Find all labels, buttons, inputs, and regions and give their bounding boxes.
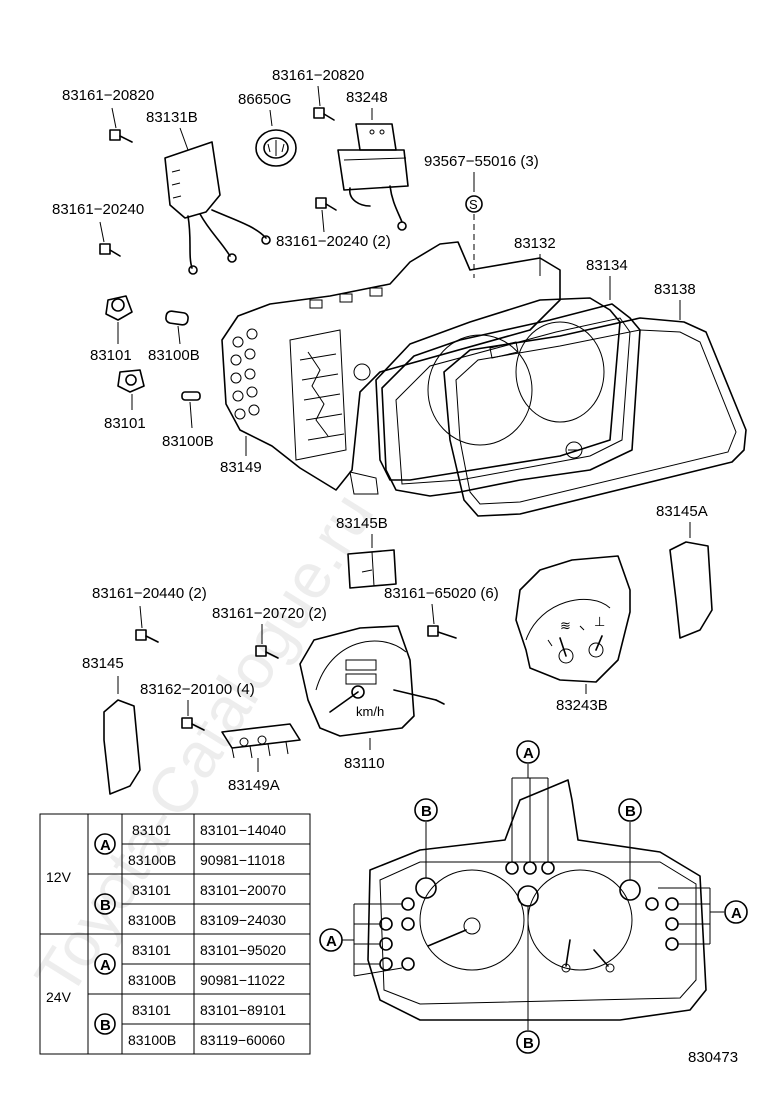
bulb-socket-83101-upper [105,295,133,321]
label-83161-20720: 83161−20720 (2) [212,605,327,622]
gauge-83243B-mark-left: ≋ [560,618,571,633]
label-83161-65020: 83161−65020 (6) [384,585,499,602]
table-type-24v-a: A [100,957,111,974]
screw-83162-20100 [181,700,205,731]
table-cell-number: 83119−60060 [200,1032,285,1048]
callout-b-bottom: B [516,1030,540,1054]
screw-83161-20240-2 [315,197,337,233]
gauge-83243B-mark-right: ⊥ [594,614,605,629]
table-cell-number: 83109−24030 [200,912,286,928]
table-type-24v-b: B [100,1017,111,1034]
screw-83161-20240 [99,221,121,257]
screw-83161-20820-left [109,107,133,143]
label-93567-55016: 93567−55016 (3) [424,153,539,170]
relay-83248 [337,108,409,231]
plate-83145B [347,534,397,589]
label-83145: 83145 [82,655,124,672]
table-cell-part: 83100B [128,912,176,928]
table-cell-number: 90981−11018 [200,852,285,868]
svg-text:A: A [523,745,534,762]
label-86650G: 86650G [238,91,291,108]
screw-marker-93567: S [465,172,483,278]
label-83161-20820-left: 83161−20820 [62,87,154,104]
bulb-83100B-upper [165,310,189,326]
table-cell-part: 83101 [132,882,171,898]
svg-text:B: B [625,803,636,820]
screw-marker-letter: S [469,197,478,212]
svg-text:A: A [731,905,742,922]
table-cell-number: 83101−89101 [200,1002,286,1018]
label-83100B-lower: 83100B [162,433,214,450]
label-83100B-upper: 83100B [148,347,200,364]
svg-text:A: A [326,933,337,950]
callout-a-left: A [319,928,343,952]
gauge-83243B: ≋ ⊥ [515,555,631,683]
screw-83161-20720 [255,624,279,659]
label-83161-20440: 83161−20440 (2) [92,585,207,602]
label-83134: 83134 [586,257,628,274]
bulb-83100B-lower [181,391,201,401]
table-cell-part: 83100B [128,972,176,988]
board-83149A [221,723,301,759]
board-83132 [375,254,621,481]
callout-a-top: A [516,740,540,764]
label-83161-20820-top: 83161−20820 [272,67,364,84]
printed-circuit-83131B [164,127,271,275]
screw-83161-65020 [427,603,457,639]
bulb-table: 12V 24V A B A B 83101 83101−14040 83100B… [39,813,311,1055]
label-83145B: 83145B [336,515,388,532]
table-cell-number: 83101−95020 [200,942,286,958]
screw-83161-20440 [135,605,159,643]
label-83243B: 83243B [556,697,608,714]
table-voltage-12v: 12V [46,869,72,885]
callout-a-right: A [724,900,748,924]
table-cell-part: 83101 [132,822,171,838]
table-cell-number: 83101−20070 [200,882,286,898]
label-83101-lower: 83101 [104,415,146,432]
table-cell-number: 90981−11022 [200,972,285,988]
svg-text:B: B [421,803,432,820]
table-cell-number: 83101−14040 [200,822,286,838]
callout-b-left: B [414,798,438,822]
table-cell-part: 83100B [128,1032,176,1048]
bulb-socket-83101-lower [117,369,145,393]
table-cell-part: 83101 [132,942,171,958]
panel-83134 [381,276,641,497]
label-83149: 83149 [220,459,262,476]
glass-83138 [443,300,747,517]
label-83131B: 83131B [146,109,198,126]
cluster-rear-view [342,764,724,1030]
plate-83145A [669,522,713,639]
label-83132: 83132 [514,235,556,252]
table-type-12v-b: B [100,897,111,914]
table-voltage-24v: 24V [46,989,72,1005]
plate-83145 [103,676,141,795]
label-83161-20240-2: 83161−20240 (2) [276,233,391,250]
table-cell-part: 83101 [132,1002,171,1018]
label-83248: 83248 [346,89,388,106]
speedometer-83110: km/h [299,625,445,737]
screw-83161-20820-top [313,85,335,121]
label-83110: 83110 [344,755,385,772]
label-83149A: 83149A [228,777,280,794]
svg-text:B: B [523,1035,534,1052]
case-83149 [221,241,561,495]
label-83101-upper: 83101 [90,347,132,364]
table-cell-part: 83100B [128,852,176,868]
label-83161-20240: 83161−20240 [52,201,144,218]
diagram-id: 830473 [688,1049,738,1066]
table-type-12v-a: A [100,837,111,854]
label-83162-20100: 83162−20100 (4) [140,681,255,698]
label-83145A: 83145A [656,503,708,520]
callout-b-right: B [618,798,642,822]
label-83138: 83138 [654,281,696,298]
speedometer-unit: km/h [356,704,384,719]
buzzer-86650G [255,109,297,167]
